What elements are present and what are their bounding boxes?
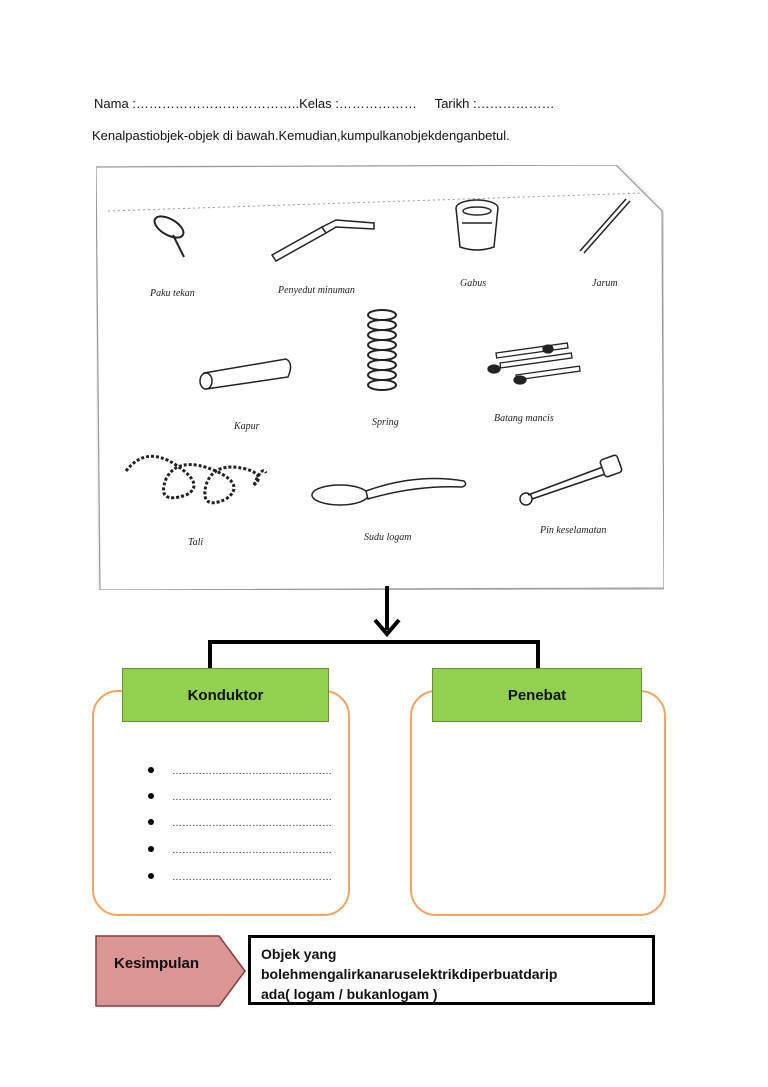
- bullet-icon: [148, 793, 154, 800]
- safety-pin-icon: [519, 454, 623, 506]
- name-class-field[interactable]: Nama :………………………………..Kelas :………………: [94, 96, 417, 111]
- bullet-icon: [148, 819, 154, 826]
- straw-icon: [270, 219, 375, 262]
- branch-connector: [208, 586, 540, 670]
- object-label: Gabus: [460, 278, 487, 289]
- object-label: Tali: [188, 537, 204, 548]
- chalk-icon: [199, 358, 292, 390]
- cork-icon: [455, 199, 499, 251]
- conductor-answer-line[interactable]: …………………………………………: [148, 845, 332, 856]
- object-label: Jarum: [592, 278, 618, 289]
- date-field[interactable]: Tarikh :………………: [434, 96, 555, 111]
- conclusion-label: Kesimpulan: [114, 955, 200, 972]
- conclusion-line: bolehmengalirkanaruselektrikdiperbuatdar…: [261, 966, 558, 982]
- object-label: Paku tekan: [150, 288, 195, 299]
- object-label: Batang mancis: [494, 413, 554, 424]
- conductor-answer-line[interactable]: …………………………………………: [148, 792, 332, 803]
- picture-card-frame: [95, 164, 665, 591]
- rope-icon: [124, 454, 268, 505]
- bullet-icon: [148, 846, 154, 853]
- object-label: Kapur: [234, 421, 260, 432]
- object-label: Penyedut minuman: [278, 285, 355, 296]
- object-label: Sudu logam: [364, 532, 412, 543]
- conclusion-line: Objek yang: [261, 946, 337, 962]
- conclusion-text-box[interactable]: Objek yang bolehmengalirkanaruselektrikd…: [248, 935, 655, 1005]
- insulator-header: Penebat: [432, 668, 642, 722]
- needle-icon: [579, 198, 631, 254]
- insulator-panel[interactable]: [410, 690, 666, 916]
- spring-icon: [367, 309, 397, 391]
- spoon-icon: [311, 477, 467, 506]
- conductor-header: Konduktor: [122, 668, 329, 722]
- bullet-icon: [148, 873, 154, 880]
- objects-picture-card: Paku tekan Penyedut minuman Gabus Jarum …: [95, 164, 665, 591]
- conductor-answer-line[interactable]: …………………………………………: [148, 872, 332, 883]
- conclusion-line: ada( logam / bukanlogam ): [261, 986, 438, 1002]
- object-label: Spring: [372, 417, 399, 428]
- conductor-panel: [92, 690, 350, 916]
- conclusion-arrow-shape: [95, 935, 246, 1007]
- student-info-line: Nama :………………………………..Kelas :……………… Tarikh…: [94, 96, 555, 111]
- instruction-text: Kenalpastiobjek-objek di bawah.Kemudian,…: [92, 128, 510, 143]
- matchsticks-icon: [487, 342, 581, 385]
- conductor-answer-line[interactable]: …………………………………………: [148, 766, 332, 777]
- conductor-answer-line[interactable]: …………………………………………: [148, 818, 332, 829]
- thumbtack-icon: [153, 215, 185, 258]
- object-label: Pin keselamatan: [540, 525, 607, 536]
- bullet-icon: [148, 767, 154, 774]
